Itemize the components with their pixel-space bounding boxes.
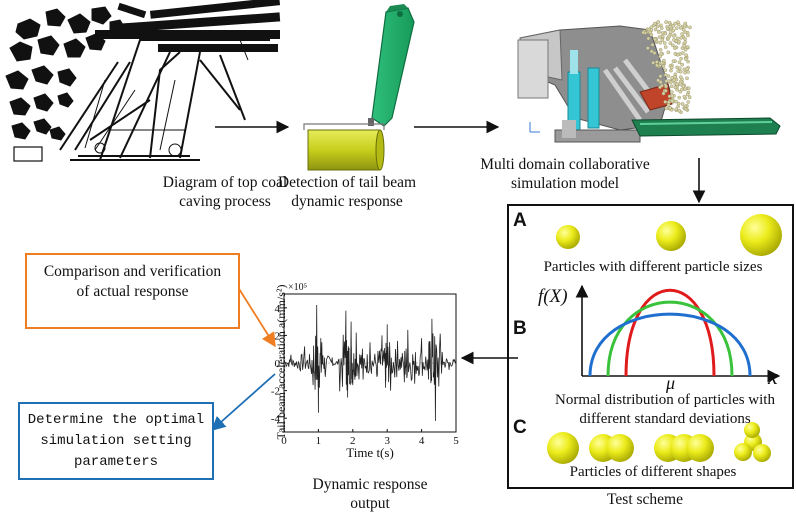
chart-y-tick-label: 4: [275, 303, 281, 315]
dist-mean-label: μ: [666, 373, 676, 393]
panel-b-caption: Normal distribution of particles with di…: [555, 392, 775, 427]
dynamic-response-chart: 0 1 2 3 4 5 4 2 0 -2 -4: [271, 293, 459, 447]
coal-caving-illustration: [5, 0, 281, 162]
chart-y-tick-label: 0: [275, 358, 281, 370]
acceleration-series-line: [283, 304, 457, 422]
chart-y-tick-label: -4: [271, 413, 281, 425]
panel-a-letter: A: [513, 210, 527, 231]
panel-c-caption: Particles of different shapes: [569, 464, 737, 480]
chart-x-tick-label: 1: [316, 435, 322, 447]
dist-curve-wide: [588, 312, 752, 377]
detection-label: Detection of tail beam dynamic response: [277, 174, 417, 210]
caving-label: Diagram of top coal caving process: [162, 174, 288, 210]
panel-a-spheres: [556, 214, 782, 256]
chart-x-tick-label: 2: [350, 435, 356, 447]
comparison-box: Comparison and verification of actual re…: [25, 253, 240, 329]
panel-c-shapes: [547, 422, 771, 464]
simulation-model-illustration: [517, 20, 781, 143]
chart-y-label: Tail beam acceleration a(mm/s²): [274, 284, 288, 440]
dist-curve-narrow: [624, 288, 716, 377]
panel-c-letter: C: [513, 417, 527, 438]
arrow-comparison: [235, 283, 276, 348]
test-scheme-title: Test scheme: [607, 491, 683, 508]
dynamic-output-caption: Dynamic response output: [312, 476, 428, 512]
chart-x-tick-label: 0: [281, 435, 287, 447]
optimal-parameters-box: Determine the optimal simulation setting…: [18, 402, 214, 480]
panel-a-caption: Particles with different particle sizes: [543, 259, 763, 275]
comparison-text: Comparison and verification of actual re…: [43, 263, 222, 300]
chart-x-tick-label: 4: [419, 435, 425, 447]
chart-y-multiplier: ×10⁵: [288, 282, 308, 293]
dist-curve-medium: [606, 300, 734, 377]
chart-y-tick-label: 2: [275, 330, 281, 342]
chart-x-label: Time t(s): [346, 445, 394, 460]
panel-b-letter: B: [513, 318, 527, 339]
model-label: Multi domain collaborative simulation mo…: [480, 156, 650, 192]
test-scheme-frame: [507, 204, 794, 489]
tail-beam-illustration: [303, 4, 415, 171]
arrow-optimal: [210, 373, 276, 431]
dist-y-label: f(X): [538, 286, 568, 307]
chart-y-tick-label: -2: [271, 386, 280, 398]
chart-x-tick-label: 5: [453, 435, 459, 447]
chart-x-tick-label: 3: [384, 435, 390, 447]
panel-b-distribution-plot: [575, 284, 781, 383]
optimal-text: Determine the optimal simulation setting…: [27, 412, 205, 470]
dist-x-label: x: [768, 364, 778, 389]
